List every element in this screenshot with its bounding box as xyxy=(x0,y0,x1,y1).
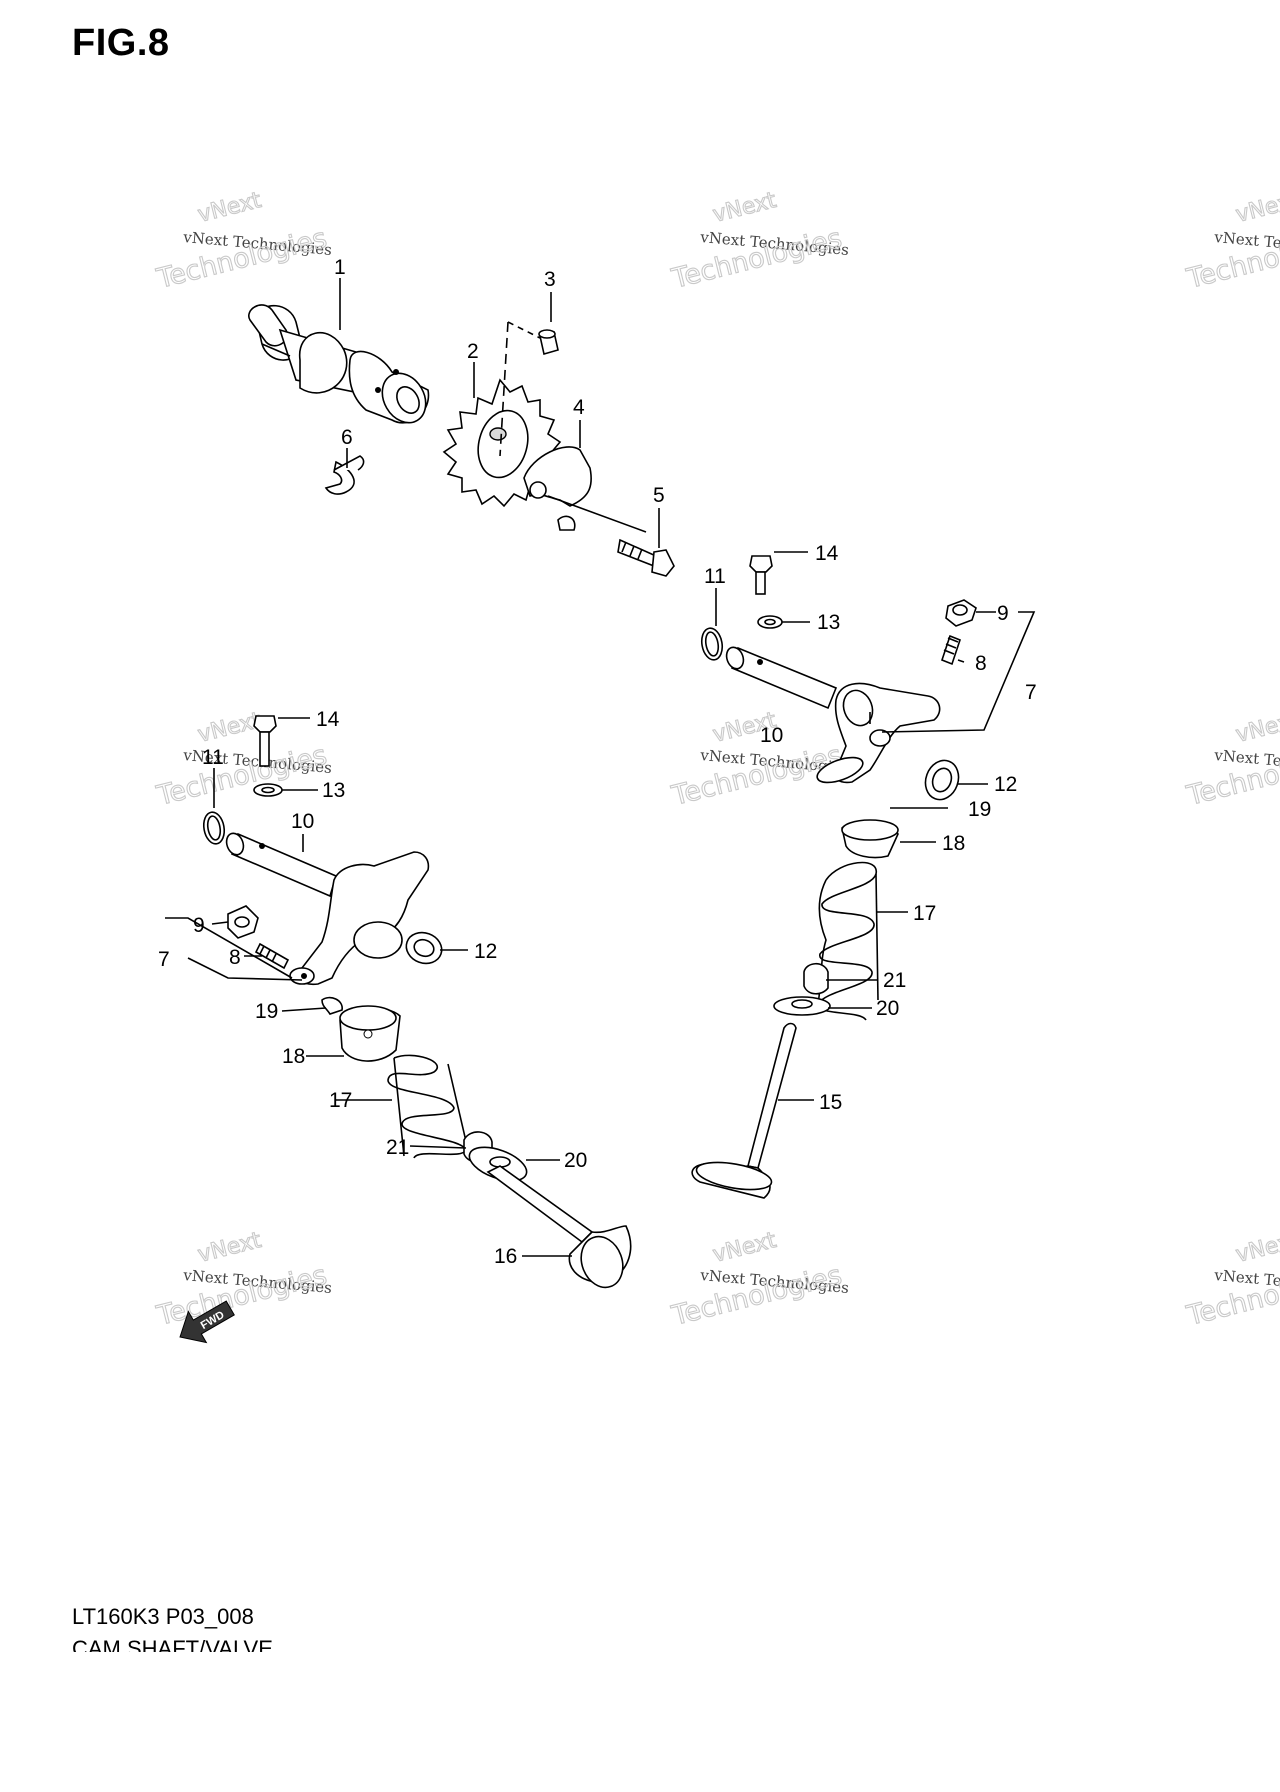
svg-text:vNext: vNext xyxy=(1233,188,1280,228)
callout-16: 16 xyxy=(494,1245,517,1268)
cam-clip xyxy=(324,455,365,495)
svg-text:vNext: vNext xyxy=(195,188,264,228)
lock-nut-left xyxy=(227,905,259,939)
callout-5: 5 xyxy=(653,484,665,507)
callout-8-left: 8 xyxy=(229,946,241,969)
valve-seal-right xyxy=(803,962,829,995)
watermark-mid-left: vNext vNext Technologies Technologies xyxy=(153,707,333,812)
watermark-top-left: vNext vNext Technologies Technologies xyxy=(153,187,333,295)
callout-6: 6 xyxy=(341,426,353,449)
callout-13-left: 13 xyxy=(322,779,345,802)
callout-1: 1 xyxy=(334,256,346,279)
callout-14-left: 14 xyxy=(316,708,340,731)
callout-8-right: 8 xyxy=(975,652,987,675)
callout-18-left: 18 xyxy=(282,1045,305,1068)
shim-washer-right xyxy=(924,759,960,801)
callout-20-left: 20 xyxy=(564,1149,587,1172)
rocker-arm-right xyxy=(816,682,941,784)
washer-left xyxy=(253,783,283,797)
washer-right xyxy=(757,615,783,629)
callout-3: 3 xyxy=(544,268,556,291)
callout-10-left: 10 xyxy=(291,810,314,833)
rocker-shaft-left xyxy=(225,832,337,898)
rocker-bolt-right xyxy=(749,555,773,595)
callout-15: 15 xyxy=(819,1091,842,1114)
svg-text:vNext: vNext xyxy=(710,1228,779,1268)
watermark-bottom-center: vNext vNext Technologies Technologies xyxy=(668,1227,850,1332)
callout-7-left: 7 xyxy=(158,948,170,971)
watermark-bottom-right: vNext vNext Technologies Technologies xyxy=(1183,1227,1280,1332)
callout-21-right: 21 xyxy=(883,969,906,992)
adjust-screw-left xyxy=(254,942,290,970)
callout-2: 2 xyxy=(467,340,479,363)
leader-lines xyxy=(165,278,1036,1257)
callout-11-left: 11 xyxy=(202,746,224,769)
callout-14-right: 14 xyxy=(815,542,839,565)
caption-model-code: LT160K3 P03_008 xyxy=(72,1604,254,1629)
o-ring-right xyxy=(700,627,724,661)
shim-washer-left xyxy=(405,931,443,965)
cam-plate xyxy=(523,446,647,533)
spring-seat-right xyxy=(773,996,831,1016)
callout-21-left: 21 xyxy=(386,1136,409,1159)
callout-9-left: 9 xyxy=(193,914,205,937)
svg-text:vNext: vNext xyxy=(195,1228,264,1268)
intake-valve xyxy=(486,1165,632,1289)
watermark-top-center: vNext vNext Technologies Technologies xyxy=(668,187,850,295)
spring-seat-left xyxy=(468,1146,528,1182)
o-ring-left xyxy=(202,811,226,845)
adjust-screw-right xyxy=(941,634,961,666)
callout-11-right: 11 xyxy=(704,565,726,588)
rocker-shaft-right xyxy=(725,646,838,710)
callout-19-left: 19 xyxy=(255,1000,278,1023)
svg-text:vNext: vNext xyxy=(1233,708,1280,748)
exhaust-valve xyxy=(691,1022,797,1199)
callout-19-right: 19 xyxy=(968,798,991,821)
spring-retainer-left xyxy=(339,1005,401,1062)
watermark-mid-center: vNext vNext Technologies Technologies xyxy=(668,707,850,812)
callout-17-right: 17 xyxy=(913,902,936,925)
dowel-pin xyxy=(499,321,559,457)
watermark-bottom-left: vNext vNext Technologies Technologies xyxy=(153,1227,333,1332)
figure-title: FIG.8 xyxy=(72,22,170,64)
svg-text:vNext: vNext xyxy=(195,708,264,748)
callout-17-left: 17 xyxy=(329,1089,352,1112)
caption-section-name: CAM SHAFT/VALVE xyxy=(72,1636,273,1652)
svg-text:vNext: vNext xyxy=(1233,1228,1280,1268)
callout-4: 4 xyxy=(573,396,585,419)
callout-10-right: 10 xyxy=(760,724,783,747)
callout-20-right: 20 xyxy=(876,997,899,1020)
callout-12-left: 12 xyxy=(474,940,497,963)
spring-retainer-right xyxy=(841,819,899,859)
callout-13-right: 13 xyxy=(817,611,840,634)
callout-labels: 1 2 3 4 5 6 14 11 13 9 8 7 10 12 19 18 1… xyxy=(158,256,1037,1268)
sprocket-bolt xyxy=(617,538,675,577)
watermark-top-right: vNext vNext Technologies Technologies xyxy=(1183,187,1280,295)
callout-7-right: 7 xyxy=(1025,681,1037,704)
cotter-left xyxy=(321,996,343,1015)
watermark-mid-right: vNext vNext Technologies Technologies xyxy=(1183,707,1280,812)
callout-9-right: 9 xyxy=(997,602,1009,625)
camshaft xyxy=(248,304,430,424)
callout-12-right: 12 xyxy=(994,773,1017,796)
lock-nut-right xyxy=(945,599,977,627)
svg-text:vNext: vNext xyxy=(710,188,779,228)
valve-spring-right xyxy=(817,861,879,1021)
rocker-bolt-left xyxy=(253,715,277,767)
callout-18-right: 18 xyxy=(942,832,965,855)
